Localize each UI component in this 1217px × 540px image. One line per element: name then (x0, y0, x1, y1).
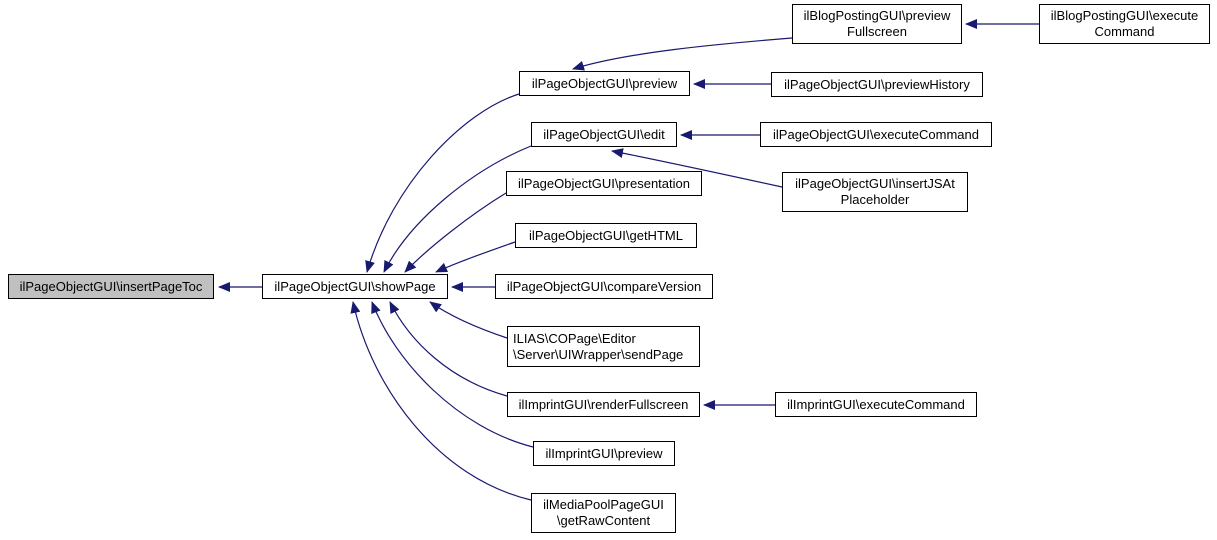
node-label-line: ilPageObjectGUI\presentation (518, 175, 690, 191)
node-imprintPreview[interactable]: ilImprintGUI\preview (533, 441, 675, 466)
node-label-line: Placeholder (840, 192, 910, 207)
edge-renderFullscreen-to-showPage (389, 301, 508, 397)
node-label-line: ilImprintGUI\preview (545, 445, 663, 461)
node-label-line: ilImprintGUI\renderFullscreen (518, 396, 689, 412)
node-label-line: ilBlogPostingGUI\execute (1050, 8, 1199, 23)
node-label-line: ilImprintGUI\executeCommand (787, 396, 965, 412)
node-label-line: ilPageObjectGUI\compareVersion (506, 278, 702, 294)
node-label-line: ilPageObjectGUI\insertJSAt (795, 176, 955, 191)
node-preview[interactable]: ilPageObjectGUI\preview (519, 71, 690, 96)
node-pageExecuteCommand[interactable]: ilPageObjectGUI\executeCommand (760, 122, 992, 147)
node-label-line: ilPageObjectGUI\preview (531, 75, 678, 91)
node-sendPage[interactable]: ILIAS\COPage\Editor\Server\UIWrapper\sen… (507, 326, 700, 367)
node-label-line: Command (1094, 24, 1155, 39)
node-label-line: ilPageObjectGUI\insertPageToc (19, 278, 203, 294)
node-label-line: ilPageObjectGUI\executeCommand (773, 126, 979, 142)
node-getRawContent[interactable]: ilMediaPoolPageGUI\getRawContent (531, 493, 676, 533)
edge-preview-to-showPage (365, 93, 520, 273)
edge-getHTML-to-showPage (435, 241, 516, 273)
node-renderFullscreen[interactable]: ilImprintGUI\renderFullscreen (507, 392, 700, 417)
node-label-line: Fullscreen (847, 24, 907, 39)
edge-edit-to-showPage (383, 145, 532, 273)
node-label-line: \Server\UIWrapper\sendPage (513, 346, 684, 362)
node-previewHistory[interactable]: ilPageObjectGUI\previewHistory (771, 72, 983, 97)
node-label-line: ilMediaPoolPageGUI (543, 497, 664, 512)
node-label-line: ilBlogPostingGUI\preview (803, 8, 951, 23)
node-label-line: ilPageObjectGUI\getHTML (529, 227, 683, 243)
edge-sendPage-to-showPage (429, 301, 508, 339)
node-label-line: ilPageObjectGUI\showPage (274, 278, 436, 294)
node-imprintExecuteCommand[interactable]: ilImprintGUI\executeCommand (775, 392, 977, 417)
node-showPage[interactable]: ilPageObjectGUI\showPage (262, 274, 448, 299)
node-label-line: ILIAS\COPage\Editor (513, 330, 636, 346)
node-label-line: ilPageObjectGUI\edit (543, 126, 665, 142)
node-compareVersion[interactable]: ilPageObjectGUI\compareVersion (495, 274, 713, 299)
node-label-line: \getRawContent (556, 513, 651, 528)
edge-imprintPreview-to-showPage (371, 301, 534, 448)
edge-insertJSAtPlaceholder-to-edit (611, 148, 783, 188)
node-edit[interactable]: ilPageObjectGUI\edit (531, 122, 677, 147)
edge-previewFullscreen-to-preview (572, 37, 793, 71)
node-label-line: ilPageObjectGUI\previewHistory (784, 76, 970, 92)
node-presentation[interactable]: ilPageObjectGUI\presentation (506, 171, 702, 196)
node-insertPageToc: ilPageObjectGUI\insertPageToc (8, 274, 214, 299)
node-getHTML[interactable]: ilPageObjectGUI\getHTML (515, 223, 697, 248)
edge-getRawContent-to-showPage (350, 301, 532, 501)
edge-presentation-to-showPage (404, 192, 507, 273)
